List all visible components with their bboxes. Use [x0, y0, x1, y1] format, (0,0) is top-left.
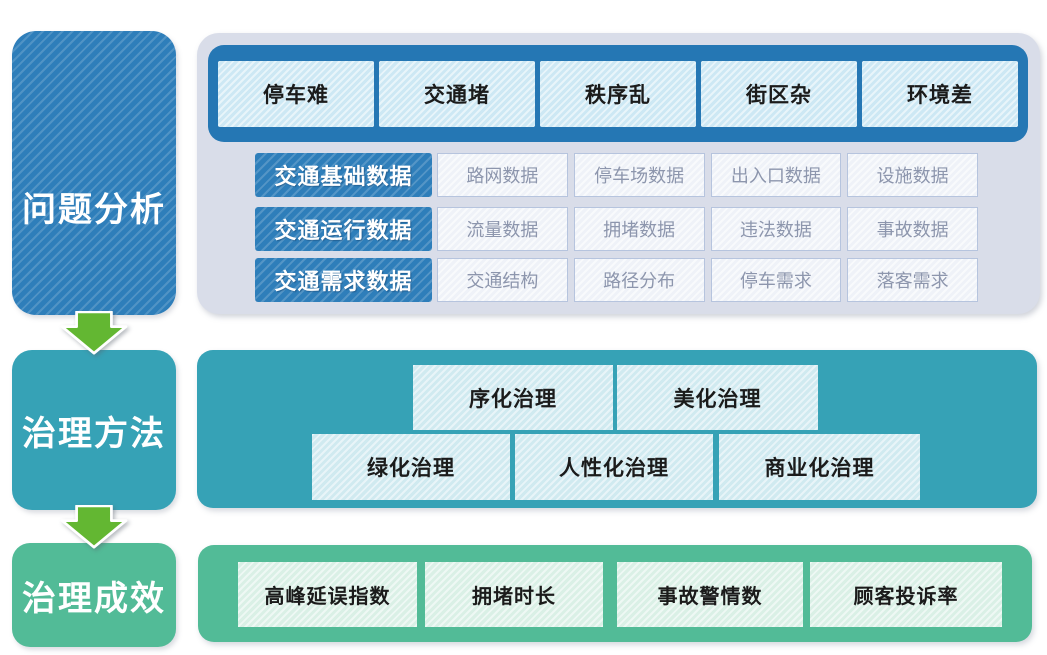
data-item-label: 停车需求: [739, 271, 812, 291]
problem-label: 秩序乱: [585, 84, 651, 107]
method-box: 美化治理: [617, 365, 818, 430]
row-items: 流量数据 拥堵数据 违法数据 事故数据: [437, 207, 978, 251]
data-item-label: 设施数据: [876, 166, 949, 186]
data-item: 违法数据: [710, 207, 842, 251]
metric-box: 顾客投诉率: [810, 562, 1002, 627]
data-item: 设施数据: [847, 153, 978, 197]
data-item: 路径分布: [573, 258, 705, 302]
data-item-label: 出入口数据: [730, 166, 821, 186]
data-item: 事故数据: [847, 207, 978, 251]
data-item-label: 交通结构: [466, 271, 539, 291]
data-item-label: 路径分布: [603, 271, 676, 291]
row-label-box: 交通需求数据: [255, 258, 432, 302]
metric-label: 拥堵时长: [472, 586, 556, 608]
data-item: 停车场数据: [573, 153, 705, 197]
metric-box: 高峰延误指数: [238, 562, 417, 627]
row-label-box: 交通运行数据: [255, 207, 432, 251]
problem-box: 秩序乱: [540, 61, 696, 127]
method-box: 人性化治理: [515, 434, 713, 500]
data-item: 停车需求: [710, 258, 842, 302]
row-label: 交通需求数据: [274, 269, 413, 294]
down-arrow-icon: [60, 311, 128, 355]
data-item: 流量数据: [437, 207, 568, 251]
stage-governance-method-label: 治理方法: [22, 414, 166, 453]
data-item: 拥堵数据: [573, 207, 705, 251]
problems-bar-inner: 停车难 交通堵 秩序乱 街区杂 环境差: [218, 61, 1018, 127]
stage-governance-method: 治理方法: [12, 350, 176, 510]
data-item-label: 拥堵数据: [603, 220, 676, 240]
metric-label: 顾客投诉率: [853, 586, 959, 608]
data-row-basic: 交通基础数据 路网数据 停车场数据 出入口数据 设施数据: [197, 153, 1040, 197]
method-label: 人性化治理: [559, 457, 669, 480]
stage-problem-analysis-label: 问题分析: [22, 190, 166, 229]
governance-outcome-panel: 高峰延误指数 拥堵时长 事故警情数 顾客投诉率: [198, 545, 1032, 642]
down-arrow-icon: [60, 505, 128, 549]
row-label-box: 交通基础数据: [255, 153, 432, 197]
method-label: 绿化治理: [367, 457, 455, 480]
metric-box: 拥堵时长: [425, 562, 603, 627]
data-item-label: 路网数据: [466, 166, 539, 186]
method-label: 序化治理: [469, 387, 557, 411]
problem-label: 停车难: [263, 84, 329, 107]
stage-governance-outcome-label: 治理成效: [22, 579, 166, 618]
stage-problem-analysis: 问题分析: [12, 31, 176, 315]
data-item-label: 事故数据: [876, 220, 949, 240]
data-item-label: 违法数据: [739, 220, 812, 240]
method-box: 序化治理: [413, 365, 613, 430]
problem-label: 交通堵: [424, 84, 490, 107]
problem-label: 环境差: [907, 84, 973, 107]
stage-governance-outcome: 治理成效: [12, 543, 176, 647]
problem-box: 停车难: [218, 61, 374, 127]
method-box: 绿化治理: [312, 434, 510, 500]
row-label: 交通基础数据: [274, 164, 413, 189]
data-item-label: 流量数据: [466, 220, 539, 240]
data-item: 出入口数据: [710, 153, 842, 197]
metric-box: 事故警情数: [617, 562, 803, 627]
metric-label: 事故警情数: [657, 586, 763, 608]
row-label: 交通运行数据: [274, 218, 413, 243]
method-box: 商业化治理: [719, 434, 920, 500]
row-items: 路网数据 停车场数据 出入口数据 设施数据: [437, 153, 978, 197]
problem-box: 交通堵: [379, 61, 535, 127]
problems-bar: 停车难 交通堵 秩序乱 街区杂 环境差: [208, 45, 1028, 142]
problem-label: 街区杂: [746, 84, 812, 107]
method-label: 商业化治理: [764, 457, 875, 480]
row-items: 交通结构 路径分布 停车需求 落客需求: [437, 258, 978, 302]
problem-box: 环境差: [862, 61, 1018, 127]
problem-analysis-panel: 停车难 交通堵 秩序乱 街区杂 环境差 交通基础数据 路网数据 停车场数据 出入…: [197, 33, 1040, 314]
data-item: 落客需求: [847, 258, 978, 302]
governance-method-panel: 序化治理 美化治理 绿化治理 人性化治理 商业化治理: [197, 350, 1037, 508]
problem-box: 街区杂: [701, 61, 857, 127]
method-label: 美化治理: [673, 387, 762, 411]
data-row-demand: 交通需求数据 交通结构 路径分布 停车需求 落客需求: [197, 258, 1040, 302]
data-item: 交通结构: [437, 258, 568, 302]
data-item: 路网数据: [437, 153, 568, 197]
data-row-operation: 交通运行数据 流量数据 拥堵数据 违法数据 事故数据: [197, 207, 1040, 251]
data-item-label: 停车场数据: [594, 166, 685, 186]
data-item-label: 落客需求: [876, 271, 949, 291]
metric-label: 高峰延误指数: [264, 586, 391, 608]
